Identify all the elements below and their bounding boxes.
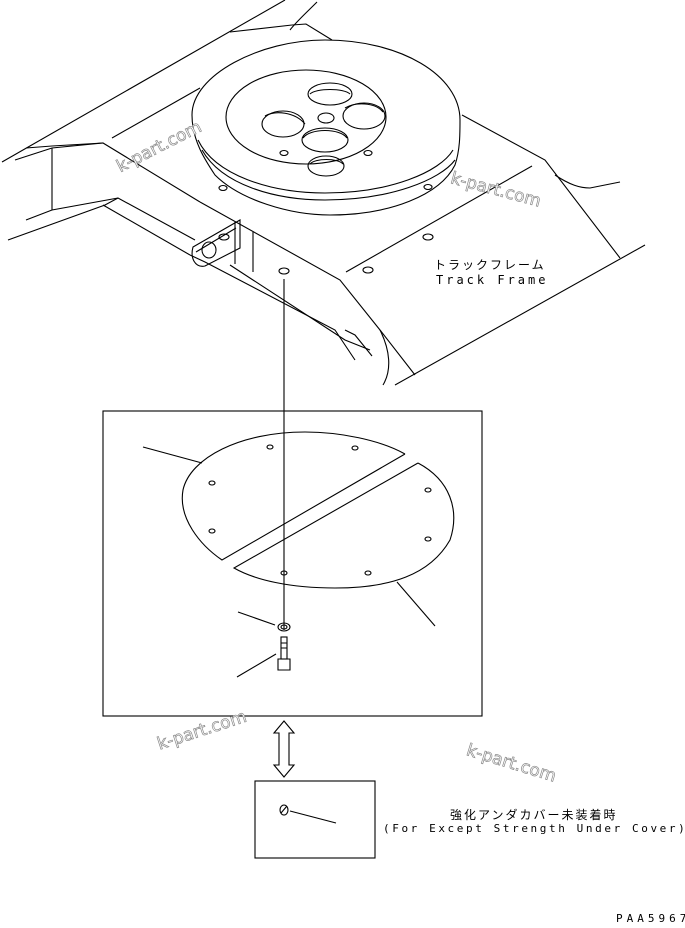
track-frame-label-en: Track Frame (436, 273, 549, 287)
detail-frame (102, 410, 483, 717)
track-frame-label-jp: トラックフレーム (434, 258, 546, 272)
drawing-code: PAA5967 (616, 912, 685, 925)
washer-and-bolt (236, 611, 291, 678)
double-arrow (272, 720, 296, 778)
under-covers (142, 431, 455, 627)
track-frame-outline (1, 0, 646, 386)
frame-bracket (191, 219, 241, 267)
swing-circle (191, 39, 461, 216)
alternate-detail (254, 780, 376, 859)
except-cover-label-jp: 強化アンダカバー未装着時 (450, 808, 618, 822)
except-cover-label-en: (For Except Strength Under Cover) (383, 822, 685, 835)
